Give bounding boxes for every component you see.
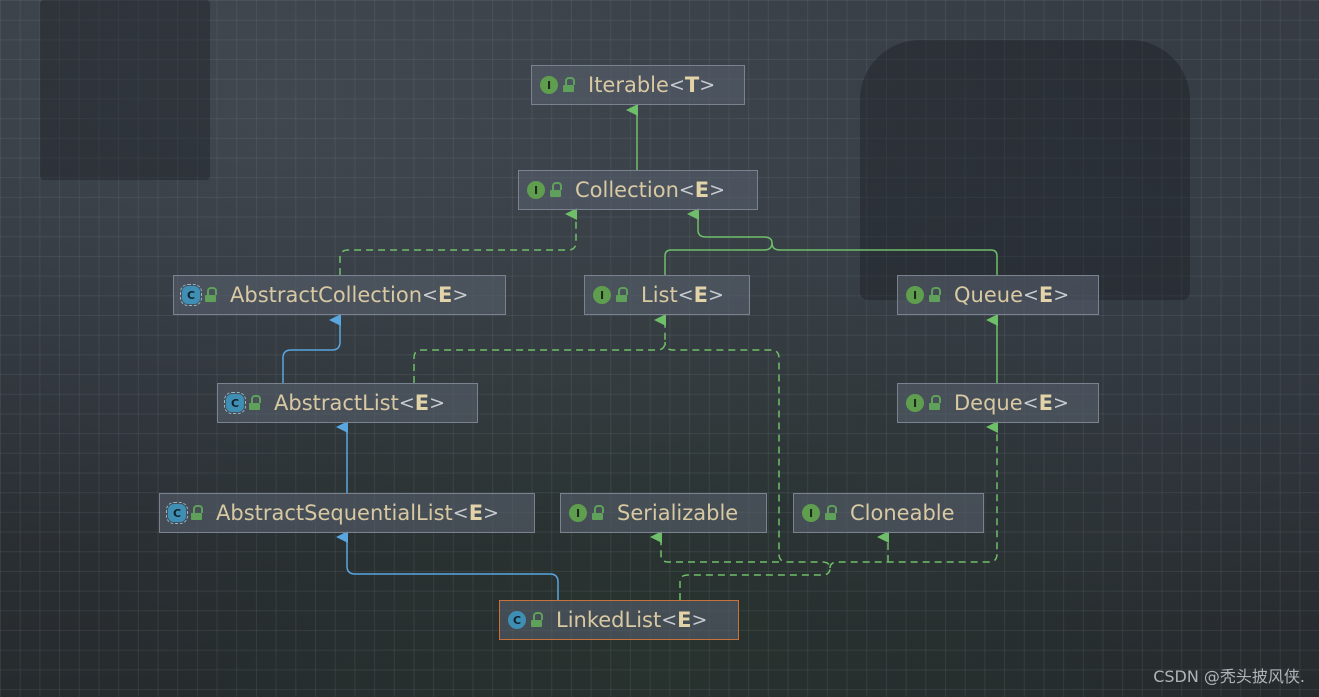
interface-icon: I bbox=[906, 286, 924, 304]
lock-icon bbox=[550, 182, 562, 197]
node-name: AbstractList bbox=[274, 391, 399, 415]
type-param: E bbox=[414, 391, 430, 415]
edge-abstractlist-abstractcollection bbox=[282, 314, 341, 383]
node-collection[interactable]: I Collection<E> bbox=[518, 170, 758, 210]
generic-open: < bbox=[668, 74, 685, 96]
interface-icon: I bbox=[540, 76, 558, 94]
type-param: E bbox=[468, 501, 484, 525]
node-list[interactable]: I List<E> bbox=[584, 275, 750, 315]
interface-icon: I bbox=[569, 504, 587, 522]
generic-open: < bbox=[1023, 284, 1039, 306]
node-name: Cloneable bbox=[850, 501, 955, 525]
generic-close: > bbox=[708, 284, 724, 306]
type-param: E bbox=[1038, 391, 1053, 415]
background-scenery bbox=[40, 0, 210, 180]
lock-icon bbox=[249, 395, 261, 410]
interface-icon: I bbox=[593, 286, 611, 304]
type-param: E bbox=[693, 283, 708, 307]
generic-open: < bbox=[422, 284, 438, 306]
generic-close: > bbox=[709, 179, 726, 201]
node-abstract-collection[interactable]: C AbstractCollection<E> bbox=[173, 275, 506, 315]
generic-close: > bbox=[1053, 284, 1070, 306]
generic-close: > bbox=[691, 609, 708, 631]
node-name: Iterable bbox=[588, 73, 669, 97]
edge-queue-collection bbox=[771, 242, 998, 275]
node-queue[interactable]: I Queue<E> bbox=[897, 275, 1099, 315]
lock-icon bbox=[825, 505, 837, 520]
edge-linkedlist-deque bbox=[829, 421, 998, 569]
generic-close: > bbox=[1052, 392, 1069, 414]
generic-open: < bbox=[677, 284, 694, 306]
watermark: CSDN @秃头披风侠. bbox=[1153, 667, 1305, 686]
abstract-class-icon: C bbox=[224, 392, 246, 414]
generic-open: < bbox=[678, 179, 695, 201]
node-name: AbstractCollection bbox=[230, 283, 423, 307]
node-name: LinkedList bbox=[556, 608, 662, 632]
lock-icon bbox=[531, 612, 543, 627]
interface-icon: I bbox=[527, 181, 545, 199]
lock-icon bbox=[592, 505, 604, 520]
generic-close: > bbox=[699, 74, 716, 96]
type-param: E bbox=[1038, 283, 1054, 307]
node-deque[interactable]: I Deque<E> bbox=[897, 383, 1099, 423]
node-serializable[interactable]: I Serializable bbox=[560, 493, 767, 533]
edge-abstractlist-list bbox=[413, 314, 666, 383]
type-param: E bbox=[437, 283, 453, 307]
generic-close: > bbox=[452, 284, 469, 306]
type-param: T bbox=[684, 73, 700, 97]
lock-icon bbox=[205, 287, 217, 302]
generic-open: < bbox=[452, 502, 469, 524]
node-name: Collection bbox=[575, 178, 679, 202]
node-name: AbstractSequentialList bbox=[216, 501, 453, 525]
interface-icon: I bbox=[802, 504, 820, 522]
edge-linkedlist-serializable bbox=[650, 531, 779, 563]
generic-open: < bbox=[398, 392, 415, 414]
node-name: List bbox=[641, 283, 678, 307]
abstract-class-icon: C bbox=[166, 502, 188, 524]
edge-list-collection bbox=[664, 208, 773, 275]
edge-linkedlist-list bbox=[664, 341, 831, 600]
abstract-class-icon: C bbox=[180, 284, 202, 306]
edge-abstractcollection-collection bbox=[339, 208, 577, 275]
node-name: Queue bbox=[954, 283, 1023, 307]
edge-linkedlist-abstractsequentiallist bbox=[336, 531, 559, 600]
generic-open: < bbox=[661, 609, 678, 631]
background-scenery bbox=[860, 40, 1190, 300]
generic-open: < bbox=[1022, 392, 1039, 414]
node-cloneable[interactable]: I Cloneable bbox=[793, 493, 984, 533]
lock-icon bbox=[563, 77, 575, 92]
lock-icon bbox=[929, 287, 941, 302]
node-name: Serializable bbox=[617, 501, 739, 525]
type-param: E bbox=[694, 178, 710, 202]
interface-icon: I bbox=[906, 394, 924, 412]
generic-close: > bbox=[429, 392, 446, 414]
node-abstract-list[interactable]: C AbstractList<E> bbox=[217, 383, 478, 423]
node-linked-list[interactable]: C LinkedList<E> bbox=[499, 600, 739, 640]
lock-icon bbox=[616, 287, 628, 302]
node-name: Deque bbox=[954, 391, 1023, 415]
class-icon: C bbox=[508, 611, 526, 629]
node-abstract-sequential-list[interactable]: C AbstractSequentialList<E> bbox=[159, 493, 535, 533]
node-iterable[interactable]: I Iterable<T> bbox=[531, 65, 745, 105]
lock-icon bbox=[929, 395, 941, 410]
generic-close: > bbox=[483, 502, 499, 524]
lock-icon bbox=[191, 505, 203, 520]
type-param: E bbox=[677, 608, 692, 632]
